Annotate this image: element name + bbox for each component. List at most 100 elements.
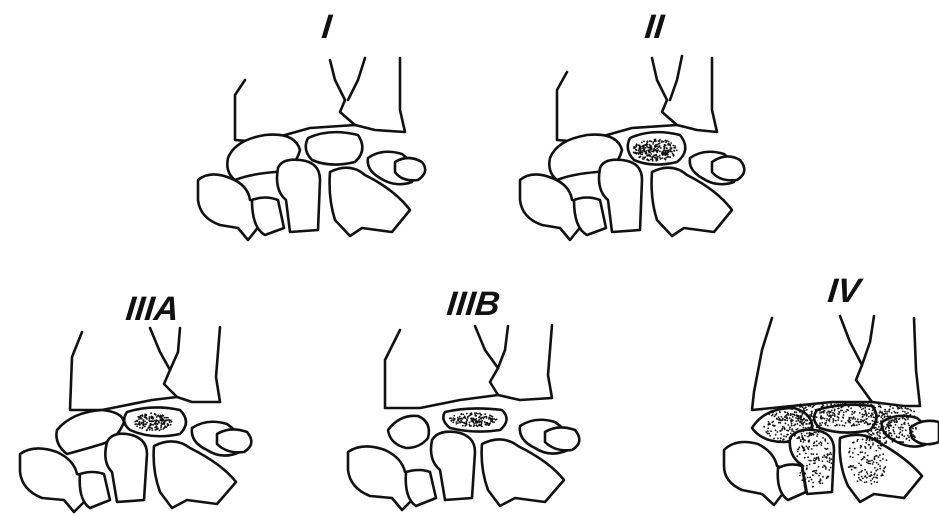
stipple-dot xyxy=(463,422,465,424)
stipple-dot xyxy=(782,407,784,409)
stipple-dot xyxy=(905,413,907,415)
stipple-dot xyxy=(876,416,878,418)
stipple-dot xyxy=(643,147,645,149)
stipple-dot xyxy=(899,433,901,435)
stipple-dot xyxy=(801,412,803,414)
stipple-dot xyxy=(453,415,455,417)
stipple-dot xyxy=(655,149,657,151)
stipple-dot xyxy=(873,427,875,429)
stipple-dot xyxy=(459,416,461,418)
stipple-dot xyxy=(478,419,480,421)
panel-label-iiia: IIIA xyxy=(124,292,180,326)
stipple-dot xyxy=(469,422,471,424)
stipple-dot xyxy=(488,418,490,420)
stipple-dot xyxy=(799,410,801,412)
stipple-dot xyxy=(808,460,810,462)
stipple-dot xyxy=(864,414,866,416)
stipple-dot xyxy=(900,416,902,418)
stipple-dot xyxy=(827,425,829,427)
stipple-dot xyxy=(862,478,864,480)
stipple-dot xyxy=(867,402,869,404)
stipple-dot xyxy=(804,449,806,451)
stipple-dot xyxy=(816,457,818,459)
stipple-dot xyxy=(826,418,828,420)
stipple-dot xyxy=(826,404,828,406)
stipple-dot xyxy=(137,416,139,418)
stipple-dot xyxy=(829,459,831,461)
stipple-dot xyxy=(820,444,822,446)
stipple-dot xyxy=(664,144,666,146)
stipple-dot xyxy=(474,412,476,414)
stipple-dot xyxy=(465,417,467,419)
stipple-dot xyxy=(818,459,820,461)
stipple-dot xyxy=(807,427,809,429)
stipple-dot xyxy=(878,403,880,405)
stipple-dot xyxy=(803,418,805,420)
stipple-dot xyxy=(885,428,887,430)
stipple-dot xyxy=(801,415,803,417)
stipple-dot xyxy=(886,459,888,461)
stipple-dot xyxy=(655,144,657,146)
stipple-dot xyxy=(874,438,876,440)
stipple-dot xyxy=(789,426,791,428)
stipple-dot xyxy=(813,403,815,405)
stipple-dot xyxy=(773,438,775,440)
stipple-dot xyxy=(152,424,154,426)
stipple-dot xyxy=(144,423,146,425)
stipple-dot xyxy=(797,423,799,425)
stipple-dot xyxy=(799,406,801,408)
stipple-dot xyxy=(861,459,863,461)
stipple-dot xyxy=(641,142,643,144)
stipple-dot xyxy=(787,424,789,426)
stipple-dot xyxy=(800,441,802,443)
stipple-dot xyxy=(879,429,881,431)
stipple-dot xyxy=(484,421,486,423)
stipple-dot xyxy=(815,432,817,434)
stipple-dot xyxy=(822,460,824,462)
stipple-dot xyxy=(893,420,895,422)
stipple-dot xyxy=(837,401,839,403)
stipple-dot xyxy=(793,433,795,435)
stipple-dot xyxy=(868,408,870,410)
stipple-dot xyxy=(853,416,855,418)
stipple-dot xyxy=(882,418,884,420)
stipple-dot xyxy=(868,416,870,418)
stipple-dot xyxy=(874,410,876,412)
stipple-dot xyxy=(862,421,864,423)
stipple-dot xyxy=(804,421,806,423)
stipple-dot xyxy=(785,423,787,425)
stipple-dot xyxy=(829,411,831,413)
stipple-dot xyxy=(794,411,796,413)
stipple-dot xyxy=(153,417,155,419)
stipple-dot xyxy=(140,415,142,417)
stipple-dot xyxy=(876,424,878,426)
stipple-dot xyxy=(816,435,818,437)
stipple-dot xyxy=(459,418,461,420)
stipple-dot xyxy=(854,448,856,450)
stipple-dot xyxy=(889,408,891,410)
stipple-dot xyxy=(866,459,868,461)
stipple-dot xyxy=(652,141,654,143)
stipple-dot xyxy=(872,444,874,446)
stipple-dot xyxy=(486,417,488,419)
stipple-dot xyxy=(774,416,776,418)
stipple-dot xyxy=(822,476,824,478)
stipple-dot xyxy=(634,152,636,154)
stipple-dot xyxy=(644,157,646,159)
stipple-dot xyxy=(832,414,834,416)
stipple-dot xyxy=(816,470,818,472)
stipple-dot xyxy=(809,476,811,478)
stipple-dot xyxy=(795,420,797,422)
stipple-dot xyxy=(812,425,814,427)
stipple-dot xyxy=(638,149,640,151)
stipple-dot xyxy=(804,457,806,459)
stipple-dot xyxy=(836,402,838,404)
stipple-dot xyxy=(819,410,821,412)
stipple-dot xyxy=(867,431,869,433)
stipple-dot xyxy=(857,422,859,424)
stipple-dot xyxy=(802,438,804,440)
stipple-dot xyxy=(773,425,775,427)
stipple-dot xyxy=(675,147,677,149)
stipple-dot xyxy=(865,402,867,404)
stipple-dot xyxy=(872,463,874,465)
